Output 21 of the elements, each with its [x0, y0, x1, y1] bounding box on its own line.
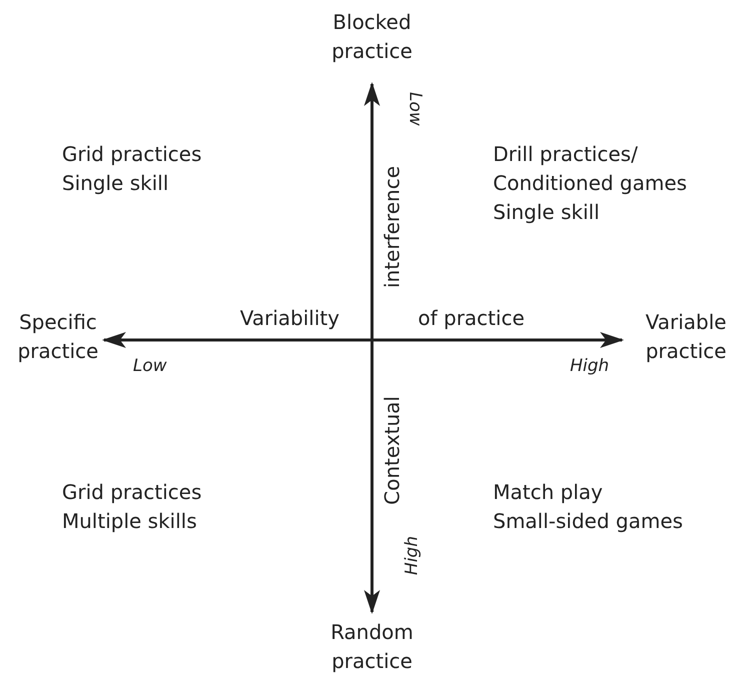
axis-end-label: Random practice — [330, 619, 414, 675]
quadrant-label: Match play — [493, 479, 603, 506]
axis-end-label: Specific practice — [16, 309, 100, 365]
scale-label: Low — [404, 92, 426, 126]
quadrant-label: Single skill — [62, 170, 169, 197]
scale-label: High — [570, 355, 610, 378]
quadrant-label: Grid practices — [62, 141, 202, 168]
quadrant-label: Conditioned games — [493, 170, 687, 197]
quadrant-label: Multiple skills — [62, 508, 197, 535]
quadrant-label: Single skill — [493, 199, 600, 226]
axis-label: Contextual — [379, 396, 405, 505]
axis-label: of practice — [418, 305, 525, 332]
scale-label: High — [401, 536, 423, 576]
axis-end-label: Variable practice — [644, 309, 728, 365]
scale-label: Low — [133, 355, 167, 378]
quadrant-label: Drill practices/ — [493, 141, 638, 168]
quadrant-label: Small-sided games — [493, 508, 683, 535]
quadrant-label: Grid practices — [62, 479, 202, 506]
axis-label: interference — [379, 166, 405, 288]
axis-end-label: Blocked practice — [330, 9, 414, 65]
axis-label: Variability — [240, 305, 340, 332]
